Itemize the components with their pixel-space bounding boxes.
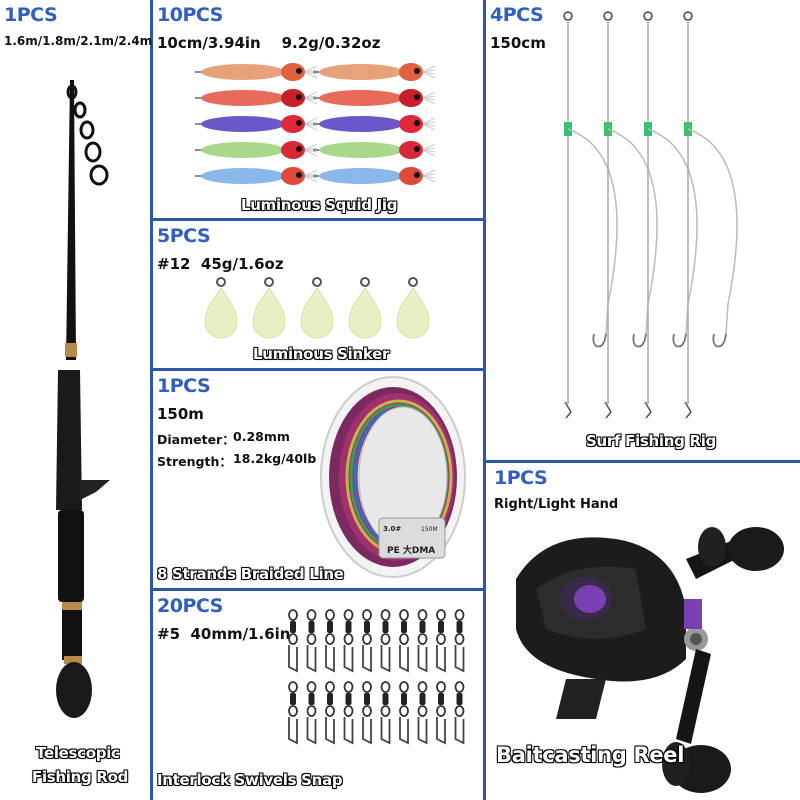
luminous-sinker-row xyxy=(204,277,430,339)
spool-length-text: 150M xyxy=(421,526,438,533)
reel-hand: Right/Light Hand xyxy=(494,497,619,512)
swivel-snap xyxy=(436,681,446,745)
luminous-sinker xyxy=(396,277,430,339)
squid-jig-lure xyxy=(313,141,436,159)
swivel-snap xyxy=(306,609,317,673)
line-strength-value: 18.2kg/40lb xyxy=(233,451,317,466)
swivel-snap xyxy=(417,681,428,745)
line-caption: 8 Strands Braided Line xyxy=(157,565,344,583)
swivel-snap xyxy=(362,681,372,745)
rod-panel: 1PCS 1.6m/1.8m/2.1m/2.4m Telescopic Fish… xyxy=(0,0,153,800)
swivel-snap xyxy=(380,609,391,673)
luminous-sinker xyxy=(348,277,382,339)
squid-jig-lure xyxy=(195,167,318,185)
line-qty-badge: 1PCS xyxy=(157,375,211,397)
squid-jig-lure xyxy=(195,115,318,133)
swivel-caption: Interlock Swivels Snap xyxy=(157,771,343,789)
sinker-qty-badge: 5PCS xyxy=(157,225,211,247)
line-diameter-value: 0.28mm xyxy=(233,429,290,444)
swivel-snap xyxy=(399,681,409,745)
squid-jig-panel: 10PCS 10cm/3.94in 9.2g/0.32oz Luminous S… xyxy=(153,0,483,218)
squid-caption: Luminous Squid Jig xyxy=(241,196,398,214)
spool-size-text: 3.0# xyxy=(383,525,401,533)
swivel-snap xyxy=(380,681,391,745)
swivel-snap xyxy=(343,609,354,673)
rod-caption-line2: Fishing Rod xyxy=(32,768,129,786)
sinker-panel: 5PCS #12 45g/1.6oz Luminous Sinker xyxy=(153,221,483,368)
swivel-snap xyxy=(325,609,335,673)
sinker-caption: Luminous Sinker xyxy=(253,345,390,363)
swivel-snap xyxy=(343,681,354,745)
divider-line-swivel xyxy=(150,588,486,591)
divider-vertical-right xyxy=(483,0,486,800)
swivel-snap xyxy=(306,681,317,745)
swivel-snap xyxy=(436,609,446,673)
swivels-panel: 20PCS #5 40mm/1.6in Interlock Swivels Sn… xyxy=(153,591,483,800)
braided-line-spool-image: 3.0# 150M PE 大DMA xyxy=(320,376,466,578)
swivel-snap-grid xyxy=(288,609,465,745)
squid-jig-grid xyxy=(195,63,436,185)
baitcasting-reel-image xyxy=(516,527,784,793)
luminous-sinker xyxy=(252,277,286,339)
rod-caption-line1: Telescopic xyxy=(36,744,120,762)
surf-rig xyxy=(563,11,618,419)
reel-panel: 1PCS Right/Light Hand Baitcasting Reel xyxy=(486,463,800,800)
swivel-snap xyxy=(362,609,372,673)
swivel-snap xyxy=(288,609,298,673)
squid-jig-lure xyxy=(313,63,436,81)
divider-squid-sinker xyxy=(150,218,486,221)
luminous-sinker xyxy=(204,277,238,339)
swivel-spec: #5 40mm/1.6in xyxy=(157,625,291,643)
squid-jig-lure xyxy=(313,115,436,133)
squid-jig-lure xyxy=(313,89,436,107)
rig-caption: Surf Fishing Rig xyxy=(586,432,717,450)
rod-lengths: 1.6m/1.8m/2.1m/2.4m xyxy=(4,34,153,48)
swivel-snap xyxy=(454,681,465,745)
surf-rig xyxy=(683,11,738,419)
divider-sinker-line xyxy=(150,368,486,371)
rod-qty-badge: 1PCS xyxy=(4,4,58,26)
surf-rig-image xyxy=(563,11,738,419)
surf-rig-panel: 4PCS 150cm Surf Fishing Rig xyxy=(486,0,800,460)
surf-rig xyxy=(603,11,658,419)
swivel-snap xyxy=(399,609,409,673)
telescopic-rod-image xyxy=(56,80,110,718)
line-diameter-label: Diameter： xyxy=(157,432,235,447)
reel-caption: Baitcasting Reel xyxy=(496,743,685,767)
spool-brand-text: PE 大DMA xyxy=(387,544,435,556)
braided-line-panel: 1PCS 150m Diameter： 0.28mm Strength： 18.… xyxy=(153,371,483,588)
squid-jig-lure xyxy=(195,89,318,107)
squid-spec: 10cm/3.94in 9.2g/0.32oz xyxy=(157,34,381,52)
swivel-qty-badge: 20PCS xyxy=(157,595,223,617)
reel-qty-badge: 1PCS xyxy=(494,467,548,489)
luminous-sinker xyxy=(300,277,334,339)
rig-qty-badge: 4PCS xyxy=(490,4,544,26)
squid-qty-badge: 10PCS xyxy=(157,4,223,26)
rig-length: 150cm xyxy=(490,34,546,52)
squid-jig-lure xyxy=(195,141,318,159)
line-length: 150m xyxy=(157,405,204,423)
line-strength-label: Strength： xyxy=(157,454,232,469)
sinker-spec: #12 45g/1.6oz xyxy=(157,255,284,273)
surf-rig xyxy=(643,11,698,419)
swivel-snap xyxy=(288,681,298,745)
divider-vertical-left xyxy=(150,0,153,800)
squid-jig-lure xyxy=(313,167,436,185)
swivel-snap xyxy=(454,609,465,673)
swivel-snap xyxy=(325,681,335,745)
squid-jig-lure xyxy=(195,63,318,81)
divider-rig-reel xyxy=(483,460,800,463)
swivel-snap xyxy=(417,609,428,673)
